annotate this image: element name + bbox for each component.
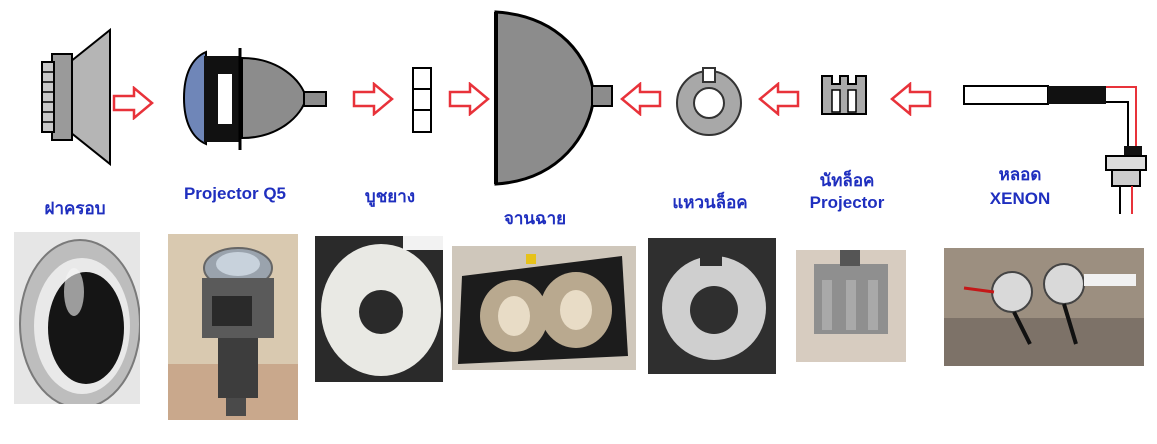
label-cover: ฝาครอบ [44,199,106,218]
label-nut-line2: Projector [809,193,885,212]
label-lock-ring: แหวนล็อค [672,193,748,212]
reflector-icon [494,10,613,186]
lock-ring-icon [676,67,742,136]
projector-photo [168,234,298,420]
arrow-left-icon [890,82,932,116]
label-bulb-line2: XENON [989,189,1051,208]
nut-icon [821,75,867,115]
xenon-photo [944,248,1144,366]
arrow-right-icon [352,82,394,116]
lock-ring-photo [648,238,776,374]
arrow-left-icon [758,82,800,116]
arrow-right-icon [448,82,490,116]
label-nut-line1: นัทล็อค [819,171,875,190]
arrow-left-icon [620,82,662,116]
nut-photo [796,250,906,362]
arrow-right-icon [112,86,154,120]
xenon-bulb-icon [963,85,1147,214]
cover-icon [41,27,111,167]
label-bulb-line1: หลอด [998,165,1042,184]
reflector-photo [452,246,636,370]
bushing-photo [315,236,443,382]
label-projector: Projector Q5 [183,184,287,203]
label-reflector: จานฉาย [503,209,567,228]
projector-icon [182,48,327,150]
cover-photo [14,232,140,404]
bushing-icon [412,67,432,133]
label-bushing: บูชยาง [364,187,416,206]
